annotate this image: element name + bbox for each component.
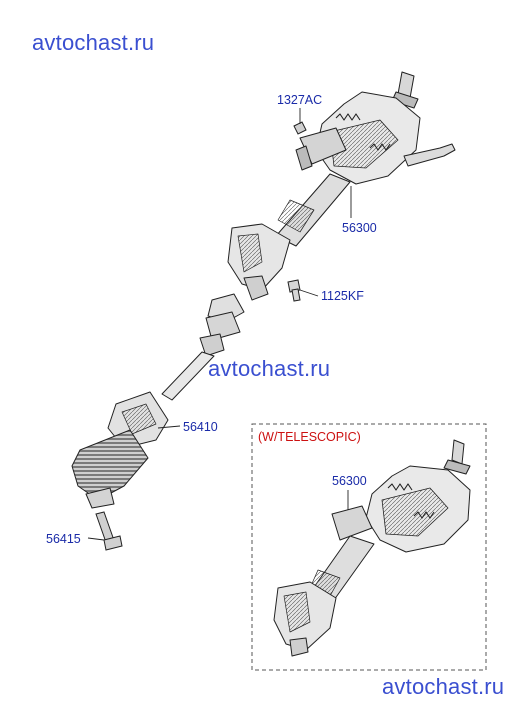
variant-box-label: (W/TELESCOPIC) (258, 430, 361, 444)
watermark-middle: avtochast.ru (208, 356, 331, 381)
callout-56300-telescopic: 56300 (332, 474, 367, 488)
watermark-bottom: avtochast.ru (382, 674, 505, 699)
callout-56300-main: 56300 (342, 221, 377, 235)
variant-box-frame (251, 423, 487, 671)
steering-column-telescopic (273, 439, 471, 657)
callout-1125kf: 1125KF (321, 289, 364, 303)
leader-lines (87, 108, 352, 541)
nut-part (293, 121, 307, 135)
watermark-top: avtochast.ru (32, 30, 155, 55)
steering-column-main (227, 71, 456, 301)
callout-56415: 56415 (46, 532, 81, 546)
bolt-upper-part (287, 279, 301, 302)
bolt-lower-part (95, 511, 123, 551)
joint-shaft-assembly (71, 293, 245, 509)
callout-1327ac: 1327AC (277, 93, 323, 107)
callout-56410: 56410 (183, 420, 218, 434)
